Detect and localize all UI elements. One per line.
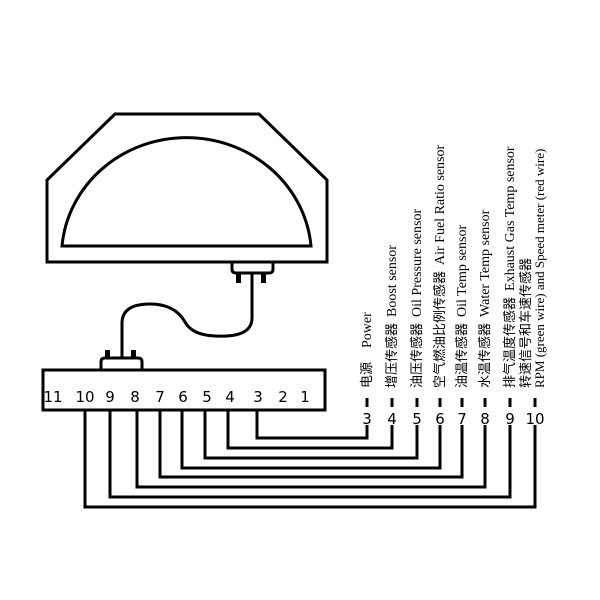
label-cn: 增压传感器 [384,323,399,388]
gauge-dial [60,136,313,248]
terminal-number: 10 [525,410,544,428]
svg-text:油压传感器Oil Pressure sensor: 油压传感器 Oil Pressure sensor [409,209,425,388]
connector-pin-label: 4 [225,388,235,406]
label-cn: 排气温度传感器 [502,297,517,388]
terminal-mark [533,398,537,407]
terminal-number: 4 [387,410,397,428]
terminal-number: 5 [412,410,422,428]
label-en: RPM (green wire) and Speed meter (red wi… [532,149,547,388]
terminal-mark [460,398,464,407]
terminal-label: 空气燃油比例传感器 Air Fuel Ratio sensor [432,144,448,388]
label-cn: 转速信号和车速传感器 [518,258,533,388]
svg-text:水温传感器Water Temp sensor: 水温传感器 Water Temp sensor [477,209,493,388]
gauge-plug-tab [261,273,266,283]
terminal-label: 增压传感器 Boost sensor [384,245,400,388]
label-cn: 油温传感器 [454,323,469,388]
connector-pin-label: 10 [75,388,94,406]
connector-plug-tab [131,350,136,358]
connector-pin-label: 8 [130,388,140,406]
wire-pin-5 [203,410,419,460]
connector-pin-label: 11 [43,388,62,406]
terminal-mark [483,398,487,407]
gauge-plug-tab [236,273,241,283]
svg-text:电源Power: 电源 Power [359,312,375,388]
terminal-label: 油压传感器 Oil Pressure sensor [409,209,425,388]
connector-plug-tab [105,350,110,358]
terminal-mark [390,398,394,407]
label-en: Boost sensor [385,245,400,317]
label-en: Oil Pressure sensor [410,209,425,317]
connector-block [41,368,327,412]
gauge-housing [45,112,329,264]
wire-pin-10 [83,410,537,509]
connector-pin-label: 6 [178,388,188,406]
connector-pin-label: 5 [202,388,212,406]
label-cn: 水温传感器 [477,323,492,388]
label-cn: 空气燃油比例传感器 [432,271,447,388]
terminal-number: 9 [505,410,515,428]
terminal-number: 6 [435,410,445,428]
terminal-mark [365,398,369,407]
wire-pin-3 [255,410,369,440]
terminal-number: 8 [480,410,490,428]
wire-pin-9 [108,410,512,499]
svg-text:油温传感器Oil Temp sensor: 油温传感器 Oil Temp sensor [454,225,470,388]
svg-text:空气燃油比例传感器Air Fuel Ratio sensor: 空气燃油比例传感器 Air Fuel Ratio sensor [432,144,448,388]
connector-pin-label: 1 [300,388,310,406]
label-cn: 电源 [359,362,374,388]
label-cn: 油压传感器 [409,323,424,388]
terminal-label: 排气温度传感器 Exhaust Gas Temp sensor [502,146,518,388]
label-en: Water Temp sensor [478,209,493,317]
svg-text:排气温度传感器Exhaust Gas Temp sensor: 排气温度传感器 Exhaust Gas Temp sensor [502,146,518,388]
connector-plug [99,356,144,370]
connector-pin-label: 3 [253,388,263,406]
terminal-mark [415,398,419,407]
wire-pin-8 [135,410,487,489]
connector-pin-label: 7 [155,388,165,406]
label-en: Oil Temp sensor [455,225,470,317]
connector-pin-label: 2 [278,388,288,406]
label-en: Air Fuel Ratio sensor [433,144,448,264]
connector-pin-label: 9 [105,388,115,406]
svg-text:增压传感器Boost sensor: 增压传感器 Boost sensor [384,245,400,388]
terminal-mark [508,398,512,407]
terminal-number: 7 [457,410,467,428]
terminal-label: 水温传感器 Water Temp sensor [477,209,493,388]
terminal-mark [438,398,442,407]
cable [120,273,254,357]
wire-pin-6 [180,410,442,470]
terminal-label: 电源 Power [359,312,375,388]
terminal-label: 油温传感器 Oil Temp sensor [454,225,470,388]
label-en: Exhaust Gas Temp sensor [503,146,518,291]
terminal-number: 3 [362,410,372,428]
wire-pin-7 [158,410,464,479]
label-en: Power [360,312,375,348]
wire-pin-4 [226,410,394,450]
gauge-plug [230,262,275,275]
svg-text:转速信号和车速传感器: 转速信号和车速传感器 [518,258,533,388]
